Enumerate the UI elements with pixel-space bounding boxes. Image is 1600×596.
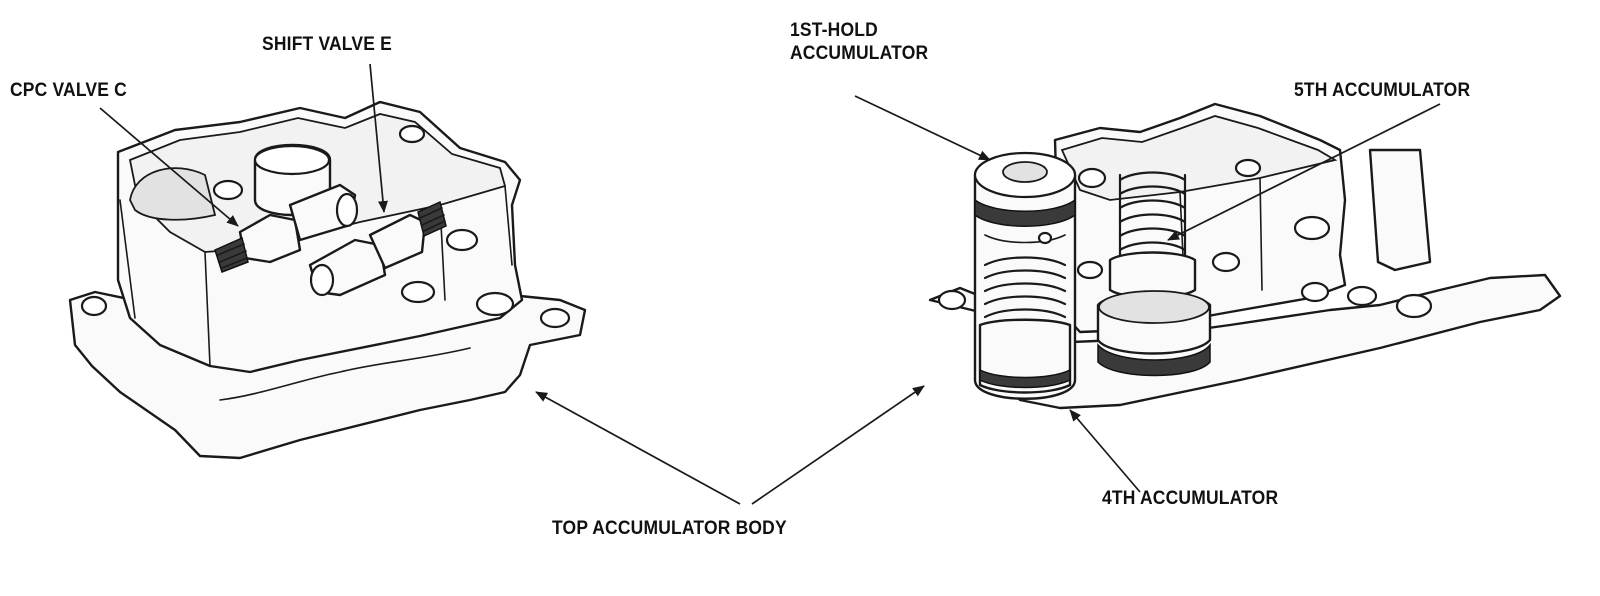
fourth-accumulator-label: 4TH ACCUMULATOR (1102, 488, 1279, 509)
body-leader-left (535, 391, 741, 505)
fifth-accumulator-leader (1167, 103, 1441, 241)
left-accumulator-body (68, 100, 587, 460)
first-hold-accumulator-piston (973, 151, 1077, 400)
cpc-valve-c-label: CPC VALVE C (10, 80, 127, 101)
first-hold-label-line2: ACCUMULATOR (790, 43, 929, 64)
cpc-valve-c-spool (214, 183, 359, 273)
first-hold-leader (854, 95, 991, 161)
first-hold-label-line1: 1ST-HOLD (790, 20, 878, 41)
top-accumulator-body-label: TOP ACCUMULATOR BODY (552, 518, 787, 539)
shift-valve-e-label: SHIFT VALVE E (262, 34, 392, 55)
shift-valve-e-leader (369, 63, 388, 213)
fifth-accumulator-label: 5TH ACCUMULATOR (1294, 80, 1471, 101)
cpc-valve-c-leader (99, 107, 239, 227)
leader-lines (99, 63, 1441, 505)
fourth-accumulator-leader (1069, 409, 1141, 493)
shift-valve-e-spool (308, 200, 447, 297)
fifth-accumulator-piston (1096, 171, 1212, 377)
body-leader-right (751, 385, 925, 505)
right-accumulator-body (928, 102, 1562, 410)
